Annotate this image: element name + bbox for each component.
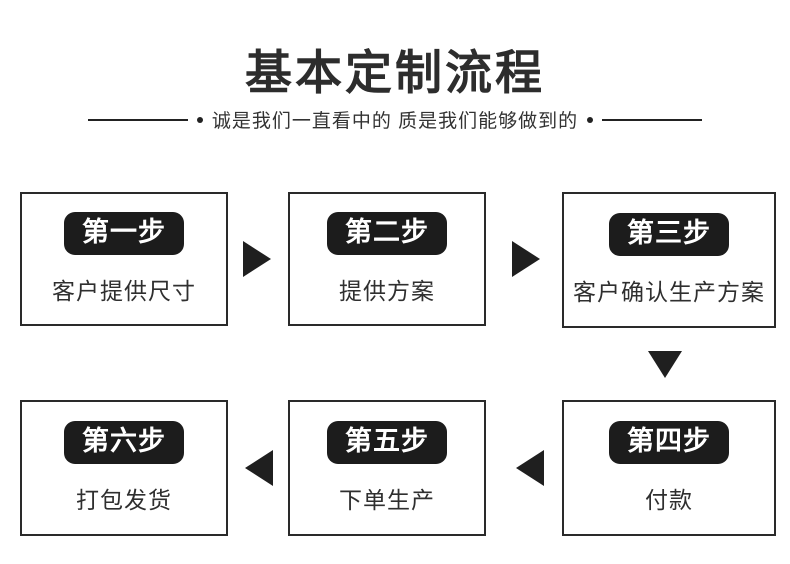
step-2-badge: 第二步: [327, 212, 447, 255]
page-subtitle: 诚是我们一直看中的 质是我们能够做到的: [211, 111, 579, 132]
step-5-description: 下单生产: [339, 487, 435, 513]
step-box-5: 第五步 下单生产: [288, 400, 486, 536]
step-box-6: 第六步 打包发货: [20, 400, 228, 536]
right-divider-line: [602, 118, 703, 121]
arrow-down-icon: [648, 351, 682, 378]
step-box-4: 第四步 付款: [562, 400, 776, 536]
left-divider-line: [87, 118, 188, 121]
subtitle-row: 诚是我们一直看中的 质是我们能够做到的: [0, 106, 790, 133]
step-6-badge: 第六步: [64, 421, 184, 464]
right-divider-dot-icon: [587, 116, 594, 123]
page-title: 基本定制流程: [245, 46, 545, 99]
step-box-1: 第一步 客户提供尺寸: [20, 192, 228, 326]
step-1-description: 客户提供尺寸: [52, 278, 196, 304]
step-4-description: 付款: [645, 487, 693, 513]
arrow-left-icon: [516, 450, 544, 486]
step-box-3: 第三步 客户确认生产方案: [562, 192, 776, 328]
step-3-description: 客户确认生产方案: [573, 279, 765, 305]
arrow-right-icon: [512, 241, 540, 277]
step-1-badge: 第一步: [64, 212, 184, 255]
step-6-description: 打包发货: [76, 487, 172, 513]
step-5-badge: 第五步: [327, 421, 447, 464]
step-3-badge: 第三步: [609, 213, 729, 256]
left-divider-dot-icon: [196, 116, 203, 123]
arrow-left-icon: [245, 450, 273, 486]
step-2-description: 提供方案: [339, 278, 435, 304]
step-box-2: 第二步 提供方案: [288, 192, 486, 326]
arrow-right-icon: [243, 241, 271, 277]
step-4-badge: 第四步: [609, 421, 729, 464]
